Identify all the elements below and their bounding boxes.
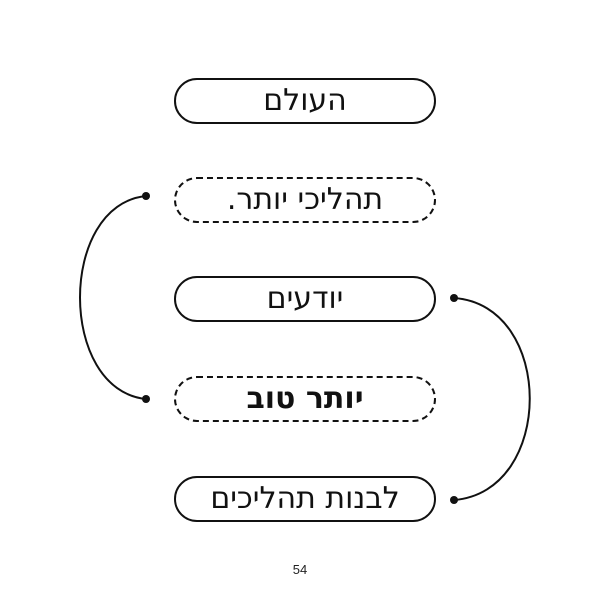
box-world: העולם (174, 78, 436, 124)
box-more-processes-label: תהליכי יותר. (226, 182, 384, 217)
connector-dot-left-bottom (142, 395, 150, 403)
box-better-label: יותר טוב (246, 381, 364, 416)
box-build-processes-label: לבנות תהליכים (210, 481, 400, 516)
connector-right-box3-to-box5 (453, 297, 531, 501)
box-build-processes: לבנות תהליכים (174, 476, 436, 522)
connector-dot-right-top (450, 294, 458, 302)
page-number: 54 (292, 562, 308, 577)
connector-left-box2-to-box4 (79, 195, 147, 400)
connector-dot-right-bottom (450, 496, 458, 504)
box-better: יותר טוב (174, 376, 436, 422)
box-more-processes: תהליכי יותר. (174, 177, 436, 223)
box-world-label: העולם (263, 83, 347, 118)
box-know-label: יודעים (266, 281, 344, 316)
box-know: יודעים (174, 276, 436, 322)
connector-dot-left-top (142, 192, 150, 200)
